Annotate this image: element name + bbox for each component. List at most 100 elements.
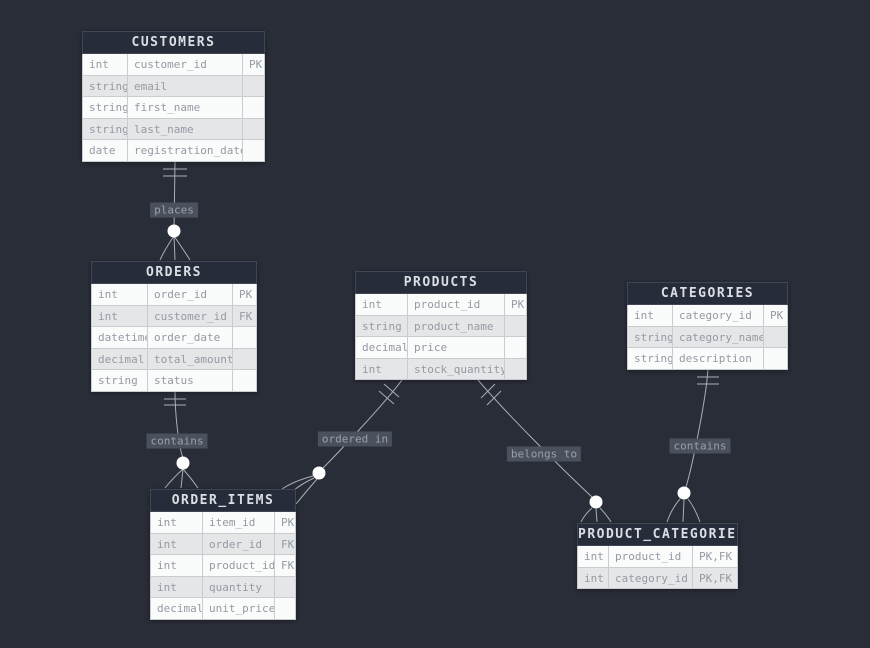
field-key: PK	[243, 54, 265, 76]
edge-line	[685, 368, 709, 488]
crow-foot-line	[595, 508, 598, 523]
field-key	[505, 358, 527, 380]
table-title-customers[interactable]: CUSTOMERS	[82, 31, 265, 54]
field-name: category_name	[673, 326, 764, 348]
field-key	[275, 598, 296, 620]
field-name: order_id	[203, 533, 275, 555]
table-title-categories[interactable]: CATEGORIES	[627, 282, 788, 305]
field-key	[275, 576, 296, 598]
field-name: description	[673, 348, 764, 370]
crow-foot-line	[580, 507, 593, 523]
field-type: string	[355, 315, 408, 337]
one-tick-mark	[486, 390, 502, 406]
field-name: item_id	[203, 512, 275, 534]
field-key: PK	[275, 512, 296, 534]
relationship-belongs-to	[477, 379, 612, 523]
field-key	[505, 315, 527, 337]
one-tick-mark	[378, 390, 395, 405]
field-name: customer_id	[148, 305, 233, 327]
field-type: int	[355, 358, 408, 380]
relationship-label-contains-orders[interactable]: contains	[146, 433, 208, 449]
field-type: int	[150, 576, 203, 598]
many-circle-node	[176, 456, 190, 470]
field-name: first_name	[128, 97, 243, 119]
table-title-order_items[interactable]: ORDER_ITEMS	[150, 489, 296, 512]
crow-foot-line	[599, 507, 612, 523]
table-title-products[interactable]: PRODUCTS	[355, 271, 527, 294]
field-key: FK	[233, 305, 257, 327]
crow-foot-line	[666, 498, 681, 523]
field-key	[243, 97, 265, 119]
field-name: total_amount	[148, 348, 233, 370]
field-key	[243, 140, 265, 162]
relationship-label-contains-categories[interactable]: contains	[669, 438, 731, 454]
relationship-contains-orders	[164, 390, 199, 489]
field-key	[243, 75, 265, 97]
field-type: int	[82, 54, 128, 76]
field-type: int	[91, 284, 148, 306]
edge-line	[174, 390, 184, 459]
field-name: category_id	[673, 305, 764, 327]
field-name: product_id	[609, 546, 693, 568]
field-name: order_date	[148, 327, 233, 349]
field-key: PK,FK	[693, 546, 738, 568]
crow-foot-line	[182, 468, 199, 489]
table-title-product_categories[interactable]: PRODUCT_CATEGORIES	[577, 523, 738, 546]
field-name: product_name	[408, 315, 505, 337]
field-type: decimal	[150, 598, 203, 620]
field-type: int	[150, 555, 203, 577]
crow-foot-line	[164, 468, 184, 489]
relationship-label-ordered-in[interactable]: ordered in	[317, 431, 393, 447]
field-key: PK	[233, 284, 257, 306]
relationship-label-places[interactable]: places	[150, 202, 198, 218]
crow-foot-line	[180, 468, 184, 489]
field-type: string	[82, 97, 128, 119]
relationship-label-belongs-to[interactable]: belongs to	[506, 446, 582, 462]
field-type: string	[82, 118, 128, 140]
table-title-orders[interactable]: ORDERS	[91, 261, 257, 284]
many-circle-node	[312, 466, 326, 480]
field-name: product_id	[408, 294, 505, 316]
crow-foot-line	[159, 235, 175, 261]
field-type: string	[627, 348, 673, 370]
field-type: date	[82, 140, 128, 162]
field-name: price	[408, 337, 505, 359]
field-name: stock_quantity	[408, 358, 505, 380]
field-name: status	[148, 370, 233, 392]
field-type: int	[627, 305, 673, 327]
field-name: category_id	[609, 567, 693, 589]
field-type: string	[82, 75, 128, 97]
field-key	[243, 118, 265, 140]
crow-foot-line	[295, 478, 318, 505]
field-name: last_name	[128, 118, 243, 140]
many-circle-node	[677, 486, 691, 500]
field-key: PK,FK	[693, 567, 738, 589]
field-type: string	[91, 370, 148, 392]
field-key: FK	[275, 555, 296, 577]
crow-foot-line	[687, 498, 701, 523]
one-tick-mark	[480, 383, 496, 399]
field-type: datetime	[91, 327, 148, 349]
crow-foot-line	[173, 235, 176, 261]
